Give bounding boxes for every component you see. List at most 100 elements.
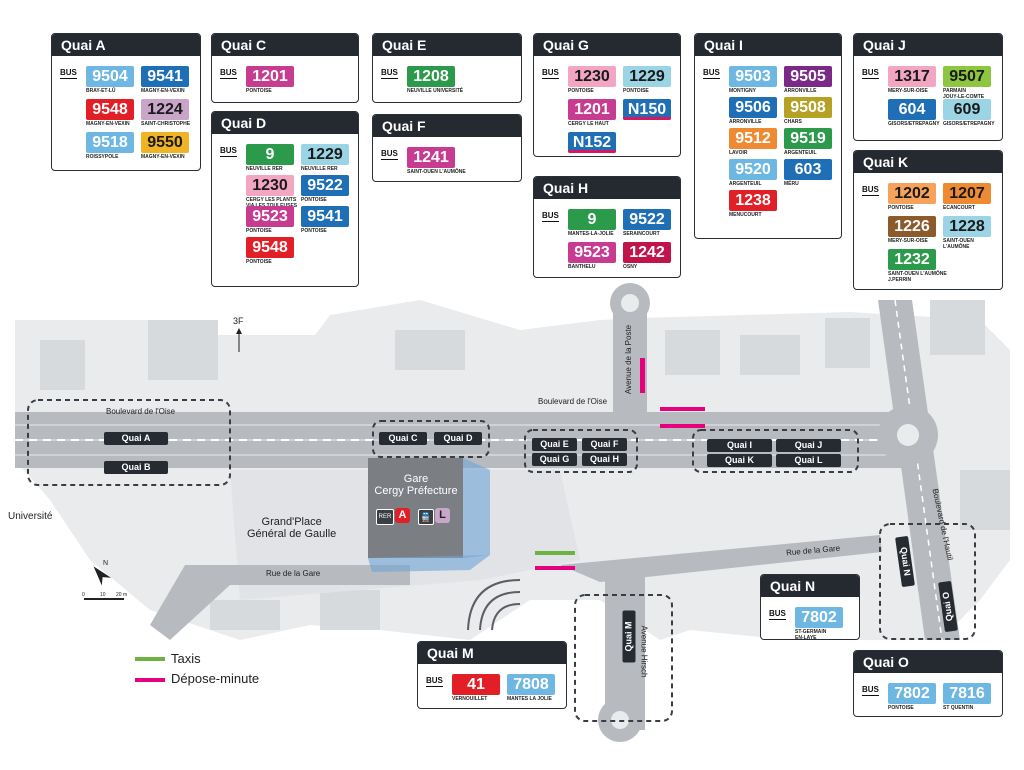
bus-mode-icon: BUS [381,68,398,79]
map-quai-l[interactable]: Quai L [776,454,841,467]
route-destination: ST QUENTIN [943,705,974,711]
route-number: 9 [568,209,616,230]
route-number: 9522 [301,175,349,196]
map-quai-c[interactable]: Quai C [379,432,427,445]
map-quai-h[interactable]: Quai H [582,453,627,466]
quay-card-title: Quai J [854,34,1002,56]
legend-taxi-swatch [135,657,165,661]
route-destination: GISORS/ETREPAGNY [943,121,995,127]
route-number: 603 [784,159,832,180]
quay-card-title: Quai N [761,575,859,597]
route-number: 7802 [795,607,843,628]
route-n152[interactable]: N152 [568,132,616,153]
map-quai-m[interactable]: Quai M [622,610,636,663]
map-quai-j[interactable]: Quai J [776,439,841,452]
route-destination: ROISSYPOLE [86,154,119,160]
route-n150[interactable]: N150 [623,99,671,120]
route-number: 9 [246,144,294,165]
map-quai-i[interactable]: Quai I [707,439,772,452]
gare-label: Gare Cergy Préfecture [374,473,458,497]
route-destination: PONTOISE [246,88,272,94]
route-number: 9503 [729,66,777,87]
bus-mode-icon: BUS [542,68,559,79]
route-destination: PARMAIN JOUY-LE-COMTE [943,88,985,100]
three-f-label: 3F [233,316,244,326]
map-quai-b[interactable]: Quai B [104,461,168,474]
quay-card-title: Quai E [373,34,521,56]
quay-card-title: Quai A [52,34,200,56]
route-number: 609 [943,99,991,120]
map-quai-k[interactable]: Quai K [707,454,772,467]
map-quai-d[interactable]: Quai D [434,432,482,445]
legend-taxi-label: Taxis [171,651,201,666]
route-destination: PONTOISE [246,259,272,265]
route-number: 604 [888,99,936,120]
quay-card-title: Quai D [212,112,358,134]
map-quai-a[interactable]: Quai A [104,432,168,445]
route-destination: PONTOISE [888,705,914,711]
route-destination: PONTOISE [568,88,594,94]
quay-card-title: Quai G [534,34,680,56]
map-quai-e[interactable]: Quai E [532,438,577,451]
route-destination: MANTES LA JOLIE [507,696,552,702]
bus-mode-icon: BUS [862,685,879,696]
map-quai-f[interactable]: Quai F [582,438,627,451]
bus-mode-icon: BUS [426,676,443,687]
route-number: 9541 [301,206,349,227]
route-number: 9520 [729,159,777,180]
route-destination: MAGNY-EN-VEXIN [141,154,185,160]
route-number: 41 [452,674,500,695]
route-destination: SAINT-CHRISTOPHE [141,121,191,127]
street-bd-oise-right: Boulevard de l'Oise [538,397,608,406]
map-quai-g[interactable]: Quai G [532,453,577,466]
